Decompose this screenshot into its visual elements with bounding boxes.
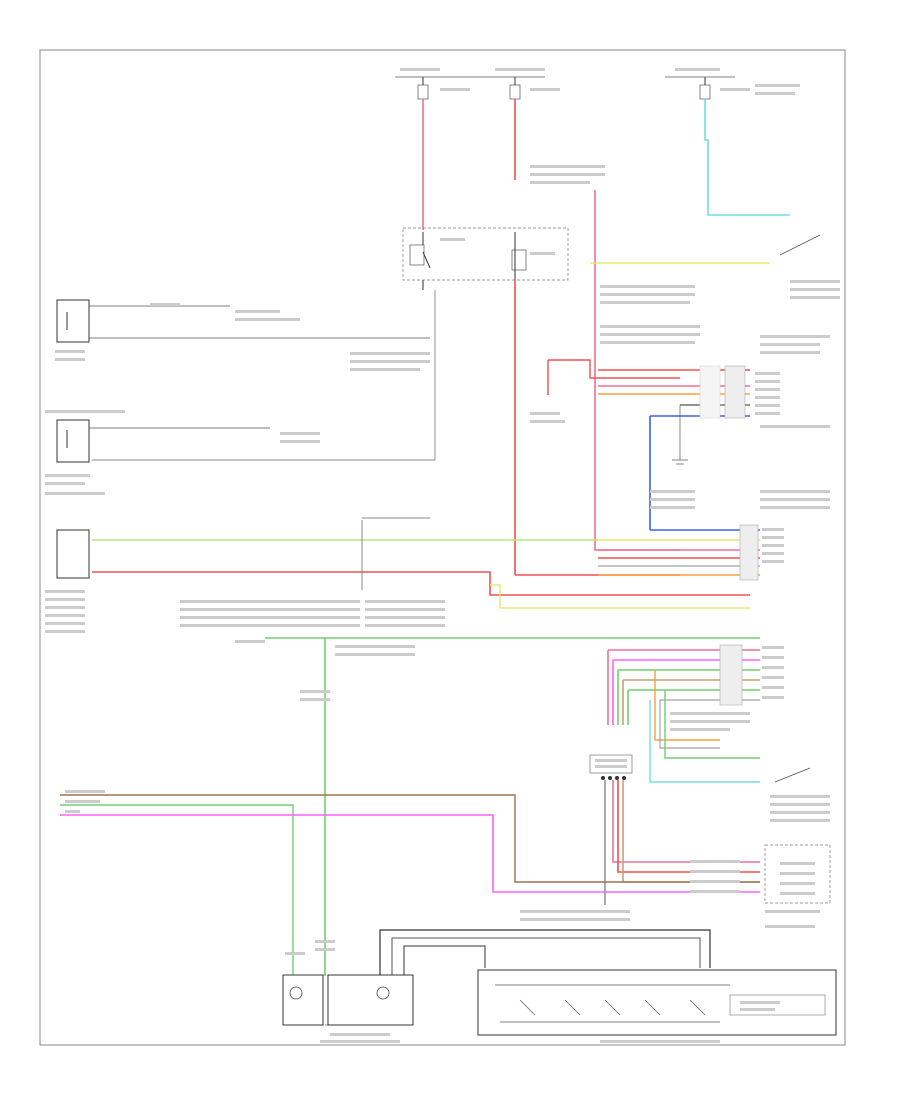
left-component-1 [55, 299, 430, 361]
wire-c4-red [617, 780, 760, 873]
wire-brown-lower [60, 794, 760, 883]
right-connector-lower [607, 644, 784, 725]
wire-black-relay-down [92, 290, 436, 461]
wire-yellow-long [490, 584, 750, 609]
connector-block-c4 [589, 754, 633, 780]
wire-lower-cyan [649, 700, 760, 783]
switch-right-lower [774, 767, 811, 783]
right-connector-middle [598, 490, 830, 581]
page-border [39, 49, 846, 1046]
wire-c4-pink [612, 780, 760, 863]
wire-magenta-lower [60, 814, 760, 893]
ground-middle [650, 405, 695, 509]
wire-red-sensor [548, 359, 680, 379]
wire-lower-green [664, 690, 760, 759]
relay-box [402, 227, 569, 290]
center-label-rows [180, 600, 445, 627]
right-connector-top [590, 234, 840, 531]
bottom-left-module [282, 690, 414, 1043]
wire-red-long [92, 571, 750, 596]
instrument-cluster [690, 844, 831, 928]
wire-lower-gray [659, 700, 720, 749]
left-component-2 [45, 410, 320, 495]
left-component-3 [45, 529, 90, 633]
control-switch-wiring [379, 910, 711, 975]
wire-c4-tan [622, 780, 760, 883]
wire-cyan-fuse3 [704, 99, 790, 216]
top-fuse-feeds [395, 68, 800, 100]
wire-green-lower [60, 804, 294, 975]
wire-lower-orange [654, 670, 720, 741]
middle-label-blocks [350, 165, 700, 423]
bottom-control-switch [477, 969, 837, 1043]
fuse-label-blocks [400, 68, 800, 95]
